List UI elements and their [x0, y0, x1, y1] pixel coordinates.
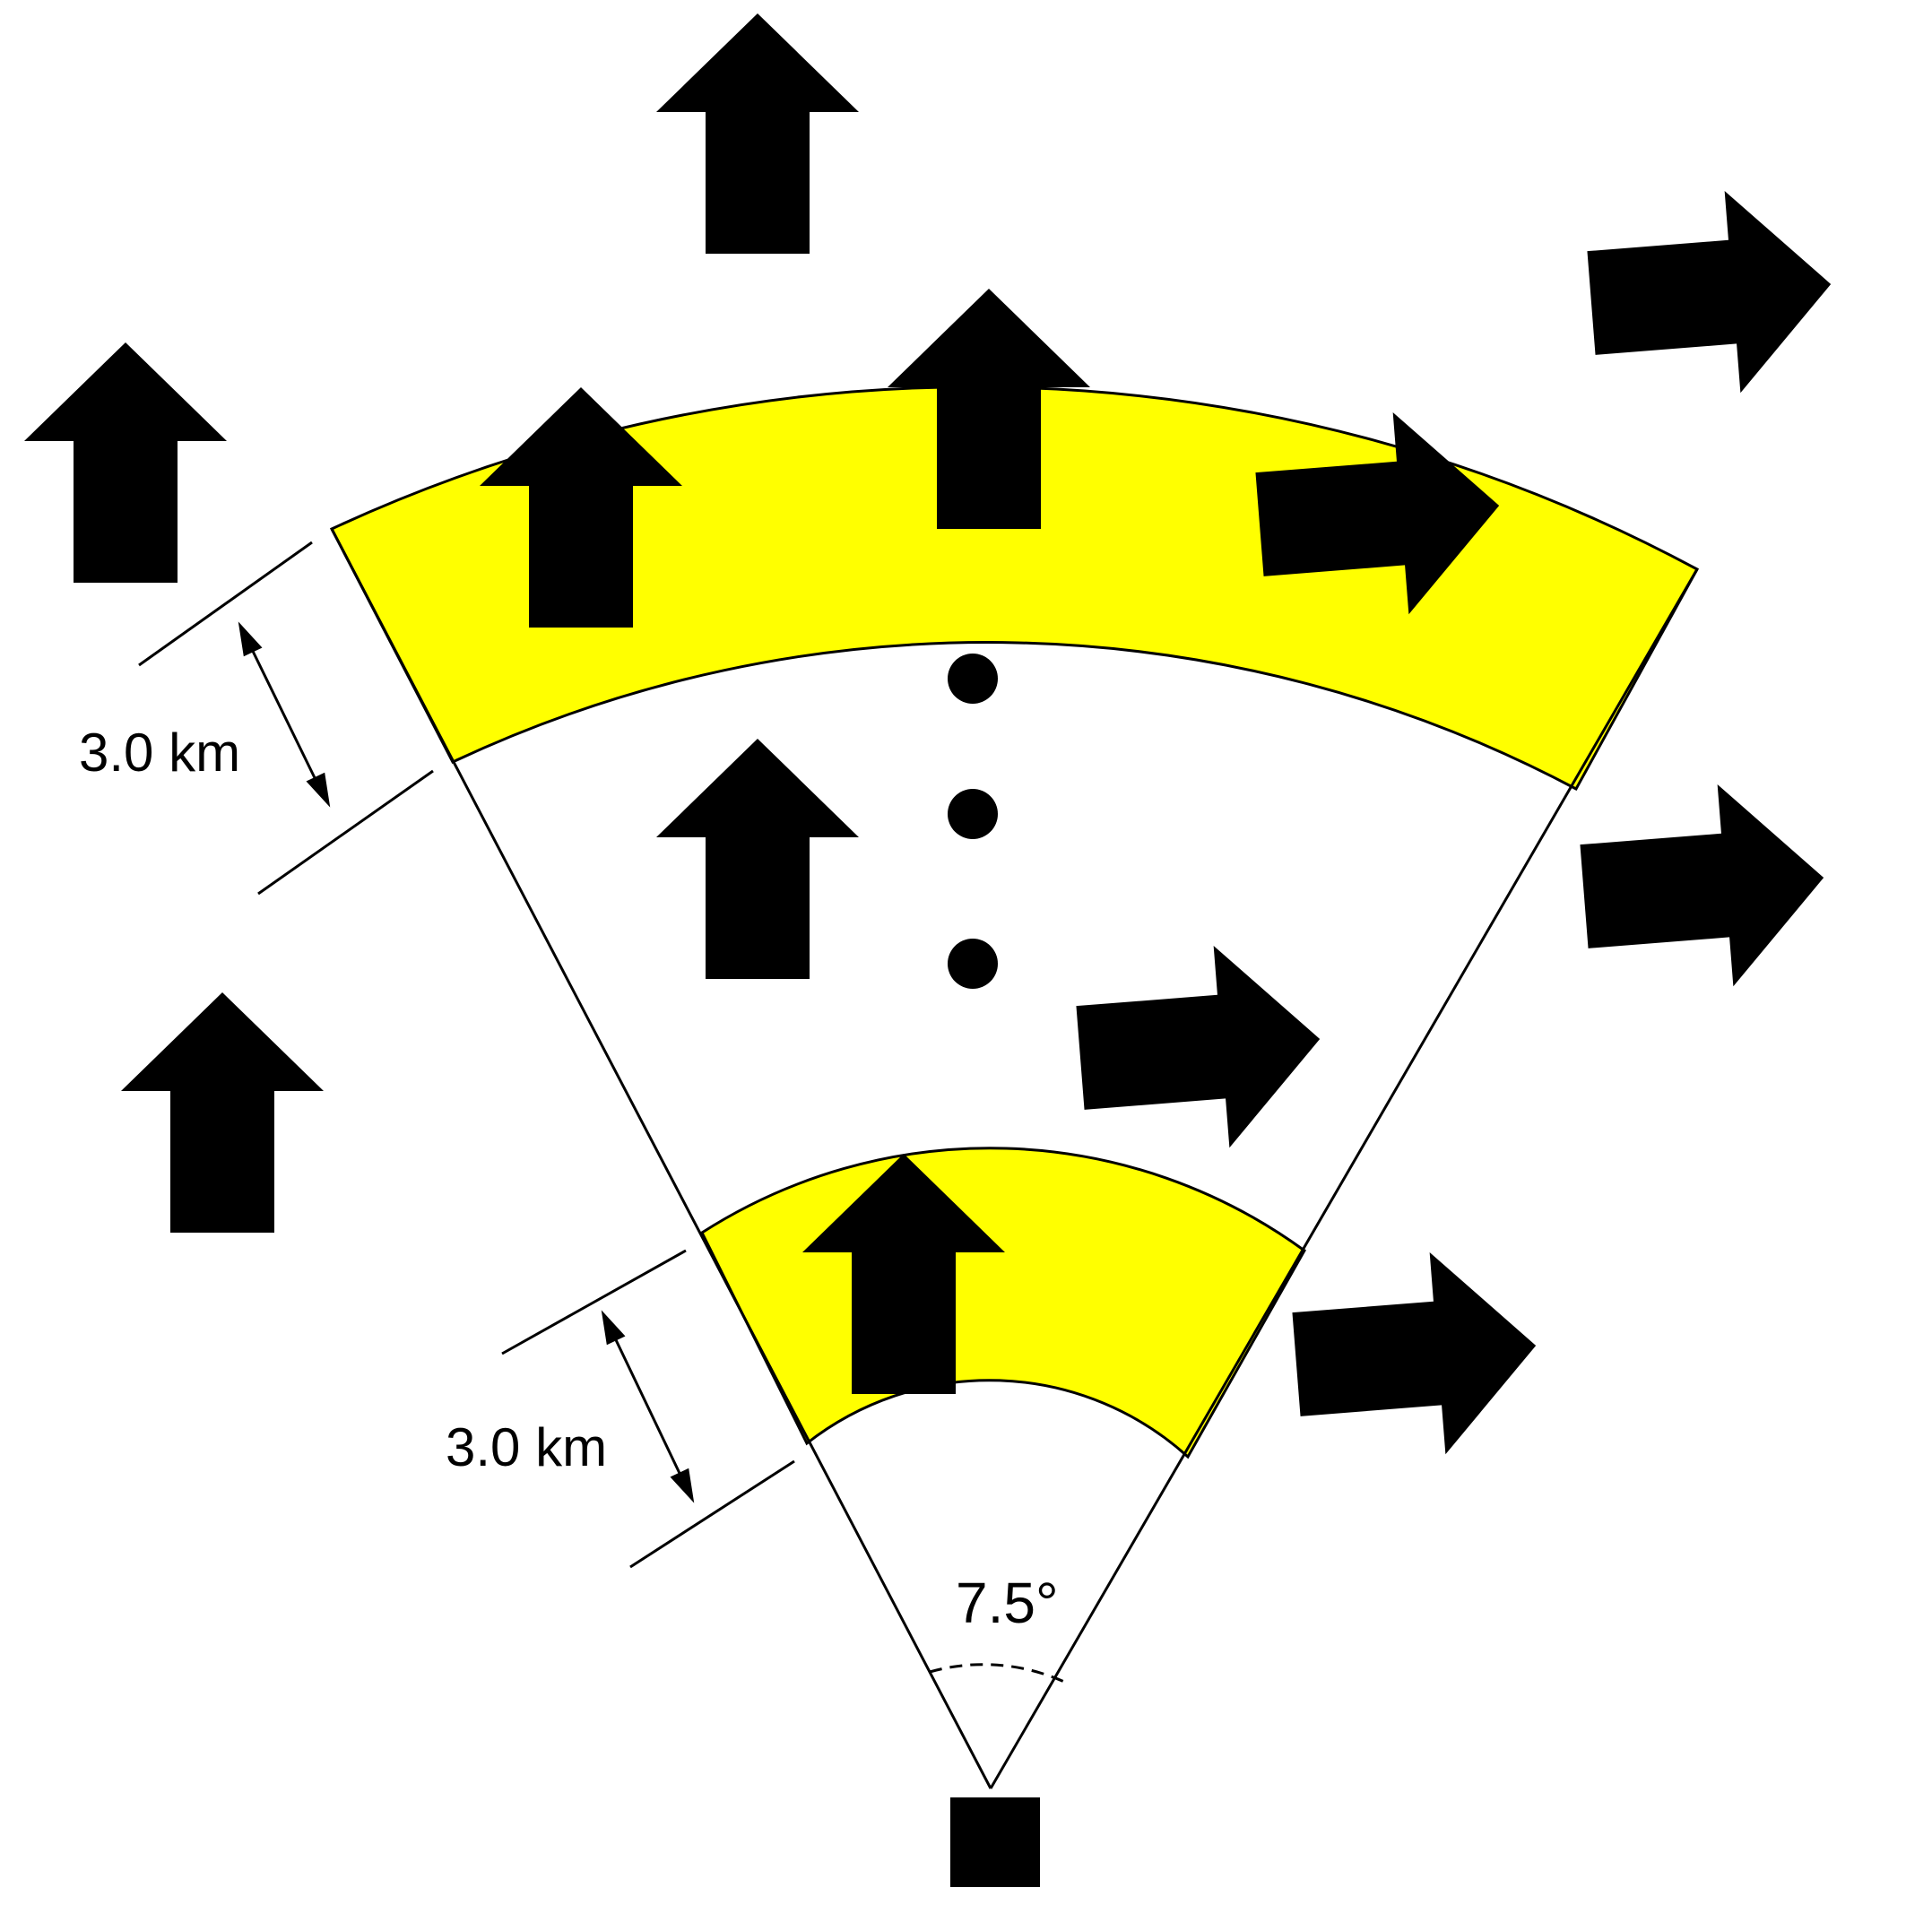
wind-arrow-up-1 [656, 13, 859, 254]
wind-arrow-right-3 [1576, 776, 1832, 998]
beam-edges [330, 528, 1699, 1789]
beam-angle-arc [929, 1663, 1065, 1684]
radar-square-icon [950, 1797, 1040, 1887]
wind-arrow-right-4 [1072, 938, 1329, 1159]
dimension-arrow-inner [601, 1310, 695, 1503]
dimension-arrow-outer [238, 621, 331, 808]
wind-arrow-up-2 [24, 342, 227, 583]
wind-arrow-up-6 [121, 992, 324, 1233]
wind-arrow-right-1 [1583, 183, 1840, 404]
outer-gate-width-label: 3.0 km [79, 723, 240, 783]
inner-gate-width-label: 3.0 km [446, 1417, 607, 1477]
beam-angle-label: 7.5° [956, 1571, 1059, 1635]
wind-arrow-right-5 [1288, 1244, 1545, 1466]
wind-arrow-up-5 [656, 739, 859, 979]
ellipsis-dots [948, 654, 998, 989]
dimension-lines [138, 541, 795, 1569]
